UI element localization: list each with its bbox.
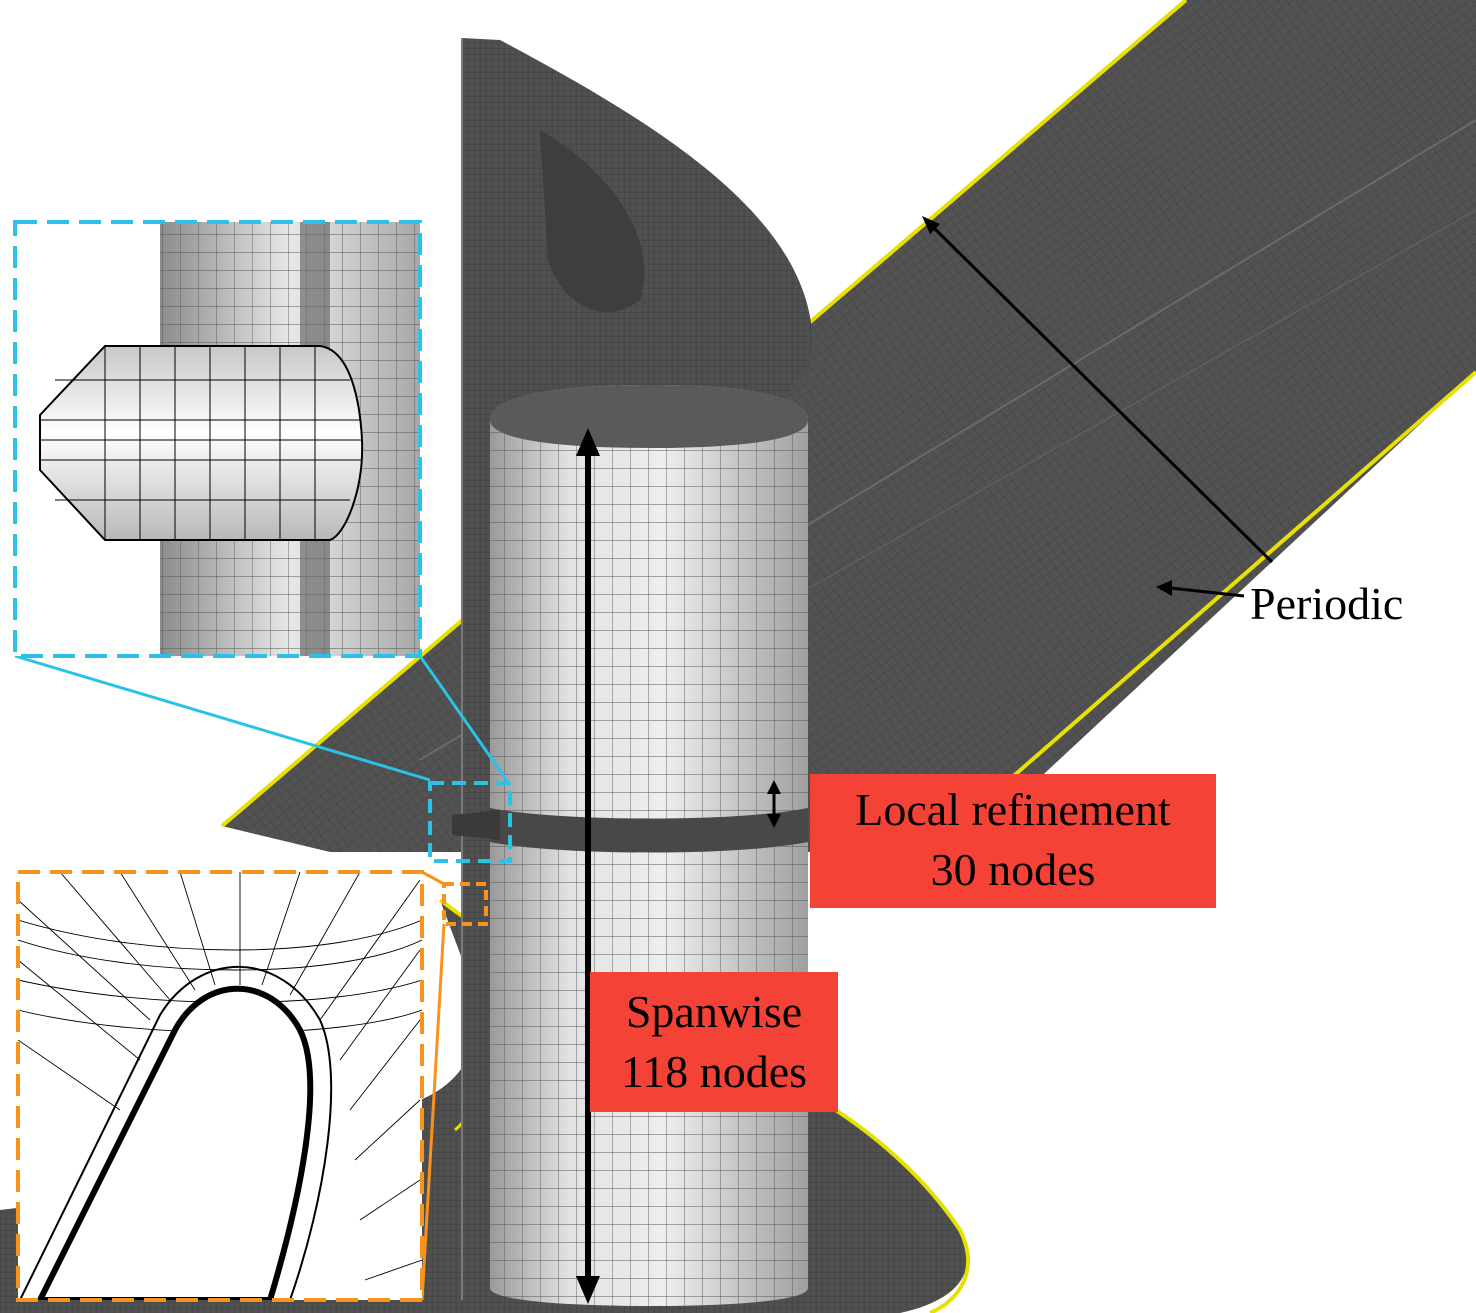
local-refinement-label: Local refinement 30 nodes xyxy=(810,774,1216,908)
detail-target-box xyxy=(428,781,512,863)
spanwise-count: 118 nodes xyxy=(620,1046,808,1097)
wall-inset xyxy=(16,870,488,1302)
spanwise-label: Spanwise 118 nodes xyxy=(590,972,838,1112)
refinement-arrow xyxy=(767,780,781,828)
upstream-blade xyxy=(461,38,813,1300)
detail-inset xyxy=(13,220,512,863)
spanwise-arrow xyxy=(576,428,600,1304)
periodic-arrows xyxy=(922,216,1274,598)
local-refinement-title: Local refinement xyxy=(855,784,1171,835)
periodic-edge-lower xyxy=(936,370,1476,844)
refinement-band xyxy=(490,808,808,853)
periodic-label: Periodic xyxy=(1250,578,1404,629)
cylinder xyxy=(452,385,808,1306)
spanwise-title: Spanwise xyxy=(625,986,803,1037)
local-refinement-count: 30 nodes xyxy=(930,844,1096,895)
wall-target-box xyxy=(442,882,488,926)
